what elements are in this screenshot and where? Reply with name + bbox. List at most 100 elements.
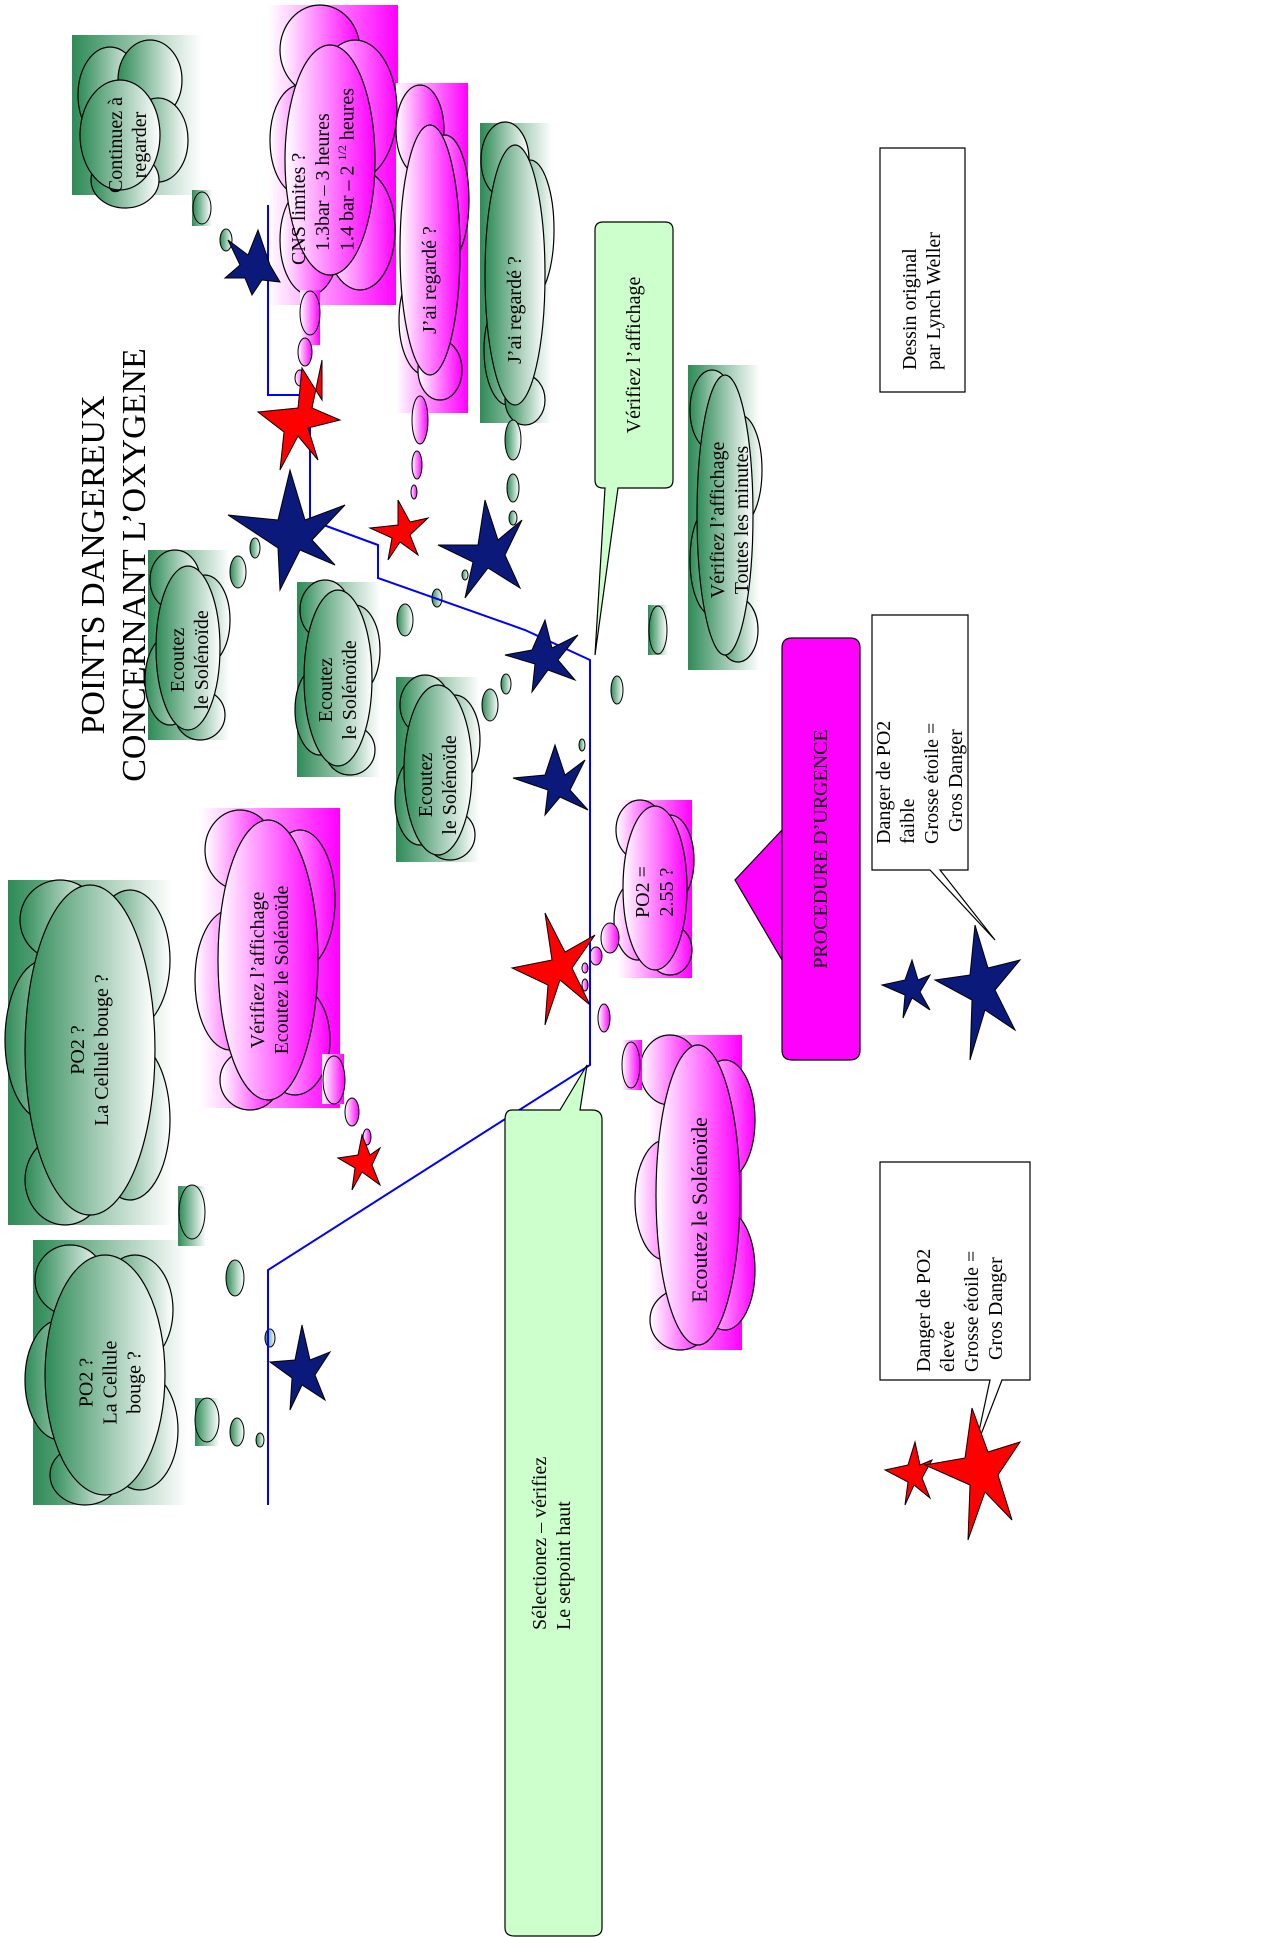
cloud-text-line: Ecoutez le Solénoïde bbox=[686, 1117, 712, 1303]
star-icon bbox=[437, 499, 523, 599]
cloud-po2-cellule-big-text: PO2 ? La Cellule bouge ? bbox=[60, 950, 120, 1150]
thought-bubble bbox=[461, 569, 469, 581]
star-icon bbox=[512, 743, 589, 817]
thought-bubble bbox=[411, 450, 423, 480]
thought-bubble bbox=[194, 1397, 220, 1443]
dive-profile-line bbox=[267, 205, 591, 1505]
cloud-text-line: PO2 = bbox=[632, 866, 654, 918]
cloud-text-line: 2.55 ? bbox=[656, 867, 678, 917]
cloud-text-line: le Solénoïde bbox=[339, 640, 361, 740]
cloud-text-line: CNS limites ? bbox=[287, 152, 310, 265]
legend-low-text: Danger de PO2 faible Grosse étoile = Gro… bbox=[868, 644, 972, 844]
cloud-text-line: Ecoutez bbox=[415, 752, 437, 818]
callout-verifiez-text: Vérifiez l’affichage bbox=[619, 255, 649, 455]
star-icon bbox=[504, 618, 579, 694]
thought-bubble bbox=[581, 978, 589, 992]
thought-cloud bbox=[4, 879, 171, 1226]
legend-text-line: Grosse étoile = bbox=[961, 1250, 983, 1372]
legend-credit-box bbox=[879, 147, 966, 393]
legend-high-text: Danger de PO2 élevée Grosse étoile = Gro… bbox=[908, 1172, 1012, 1372]
cns-line3-pre: 1.4 bar – 2 bbox=[336, 160, 359, 251]
thought-cloud bbox=[613, 799, 695, 976]
thought-bubble bbox=[411, 395, 429, 445]
legend-low-box bbox=[871, 614, 996, 941]
thought-bubble bbox=[396, 603, 414, 637]
thought-bubble bbox=[621, 1041, 641, 1089]
star-icon bbox=[880, 958, 932, 1019]
thought-cloud bbox=[634, 1034, 756, 1351]
callout-verifiez-shape bbox=[594, 221, 674, 656]
thought-bubble bbox=[504, 419, 522, 461]
cloud-text-line: Ecoutez le Solénoïde bbox=[271, 885, 293, 1055]
legend-text-line: Danger de PO2 bbox=[913, 1248, 935, 1372]
star-icon bbox=[368, 499, 430, 561]
cloud-text-line: 1.4 bar – 2 1/2 heures bbox=[335, 88, 360, 251]
legend-text-line: Gros Danger bbox=[945, 729, 967, 832]
cloud-text-line: le Solénoïde bbox=[439, 735, 461, 835]
thought-bubble bbox=[225, 1259, 245, 1297]
thought-cloud bbox=[269, 4, 398, 296]
cloud-cns-text: CNS limites ? 1.3bar – 3 heures 1.4 bar … bbox=[278, 45, 368, 265]
cloud-text-line: Continuez à bbox=[105, 96, 127, 194]
star-icon bbox=[227, 468, 346, 592]
thought-cloud bbox=[294, 579, 381, 776]
thought-bubble bbox=[500, 673, 512, 695]
thought-bubble bbox=[481, 688, 499, 722]
cloud-text-line: PO2 ? bbox=[67, 1025, 89, 1075]
cloud-text-line: PO2 ? bbox=[75, 1357, 97, 1408]
callout-procedure-shape bbox=[734, 637, 861, 1061]
cloud-regarde1-text: J’ai regardé ? bbox=[415, 180, 445, 380]
thought-bubble bbox=[255, 1432, 265, 1448]
legend-text-line: Dessin original bbox=[899, 248, 921, 370]
thought-cloud bbox=[194, 809, 336, 1111]
thought-bubble bbox=[578, 738, 586, 752]
thought-bubble bbox=[597, 1003, 611, 1033]
legend-text-line: Gros Danger bbox=[985, 1257, 1007, 1360]
thought-bubble bbox=[229, 1417, 245, 1447]
thought-bubble bbox=[178, 1184, 206, 1240]
callout-text-line: Sélectionez – vérifiez bbox=[529, 1456, 551, 1630]
title-line2: CONCERNANT L’OXYGENE bbox=[116, 348, 153, 782]
thought-bubble bbox=[410, 484, 418, 500]
thought-cloud bbox=[24, 1244, 179, 1506]
thought-cloud bbox=[689, 369, 763, 663]
legend-high-box bbox=[879, 1161, 1031, 1451]
star-icon bbox=[510, 912, 596, 1026]
cloud-text-line: Vérifiez l’affichage bbox=[707, 441, 729, 599]
legend-text-line: Danger de PO2 bbox=[873, 720, 895, 844]
star-icon bbox=[923, 1407, 1022, 1541]
thought-cloud bbox=[395, 84, 470, 401]
cloud-text-line: le Solénoïde bbox=[191, 610, 213, 710]
callout-selectionez-text: Sélectionez – vérifiez Le setpoint haut bbox=[522, 1410, 582, 1630]
cloud-text-line: Ecoutez bbox=[167, 627, 189, 693]
cloud-verifiez-minutes-text: Vérifiez l’affichage Toutes les minutes bbox=[700, 410, 760, 630]
thought-bubble bbox=[229, 555, 247, 589]
thought-bubble bbox=[249, 537, 261, 559]
cloud-text-line: La Cellule bbox=[99, 1340, 121, 1425]
cloud-ecoutez3-text: Ecoutez le Solénoïde bbox=[408, 715, 468, 855]
legend-text-line: faible bbox=[897, 798, 919, 844]
thought-bubble bbox=[508, 510, 518, 526]
thought-cloud bbox=[394, 674, 481, 861]
thought-bubble bbox=[219, 228, 233, 252]
callout-text-line: Le setpoint haut bbox=[553, 1501, 575, 1630]
thought-bubble bbox=[192, 191, 212, 225]
thought-cloud bbox=[480, 121, 555, 426]
thought-bubble bbox=[264, 1328, 276, 1348]
thought-bubble bbox=[344, 1097, 360, 1127]
thought-cloud bbox=[144, 549, 231, 741]
cloud-text-line: regarder bbox=[129, 111, 151, 179]
legend-text-line: Grosse étoile = bbox=[921, 722, 943, 844]
cloud-po2-cellule-small-text: PO2 ? La Cellule bouge ? bbox=[68, 1328, 153, 1438]
star-icon bbox=[268, 1324, 332, 1411]
cloud-verifiez-ecoutez-text: Vérifiez l’affichage Ecoutez le Solénoïd… bbox=[240, 855, 300, 1085]
thought-bubble bbox=[648, 605, 668, 655]
legend-text-line: élevée bbox=[937, 1320, 959, 1372]
star-icon bbox=[933, 924, 1022, 1061]
callout-text-line: Vérifiez l’affichage bbox=[623, 276, 645, 434]
star-icon bbox=[336, 1133, 382, 1191]
cloud-regarde2-text: J’ai regardé ? bbox=[500, 210, 530, 410]
cloud-ecoutez-solenoide-text: Ecoutez le Solénoïde bbox=[685, 1085, 715, 1335]
